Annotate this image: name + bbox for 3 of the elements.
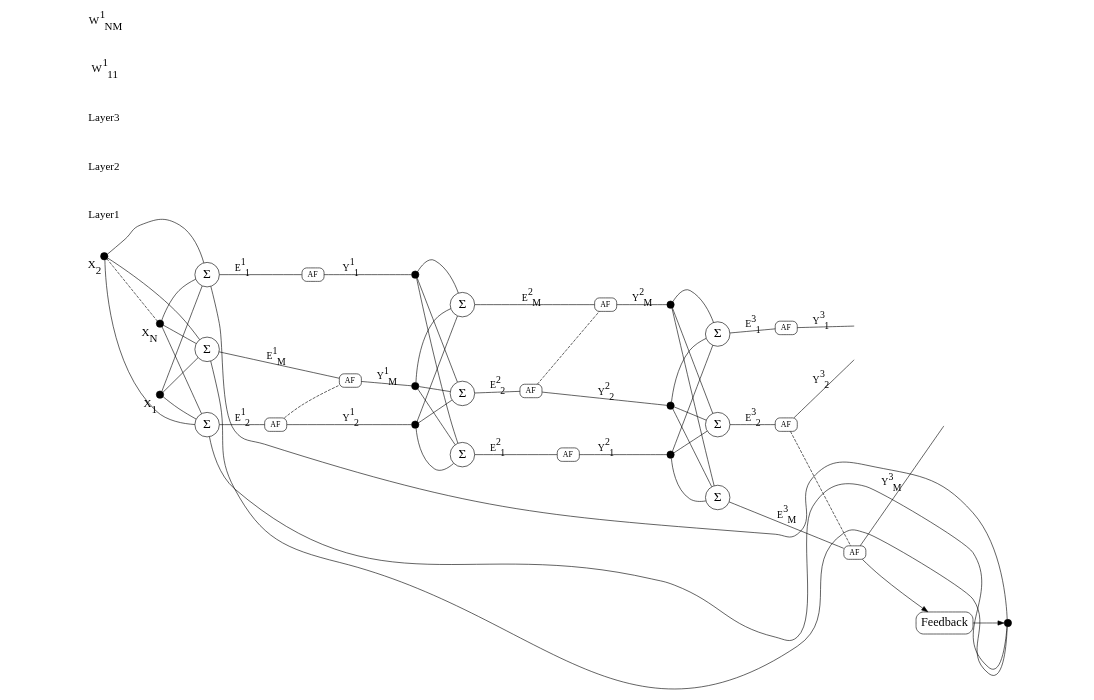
label: Layer2 xyxy=(87,159,119,172)
label: Layer3 xyxy=(87,111,119,124)
label: Layer1 xyxy=(87,207,119,220)
